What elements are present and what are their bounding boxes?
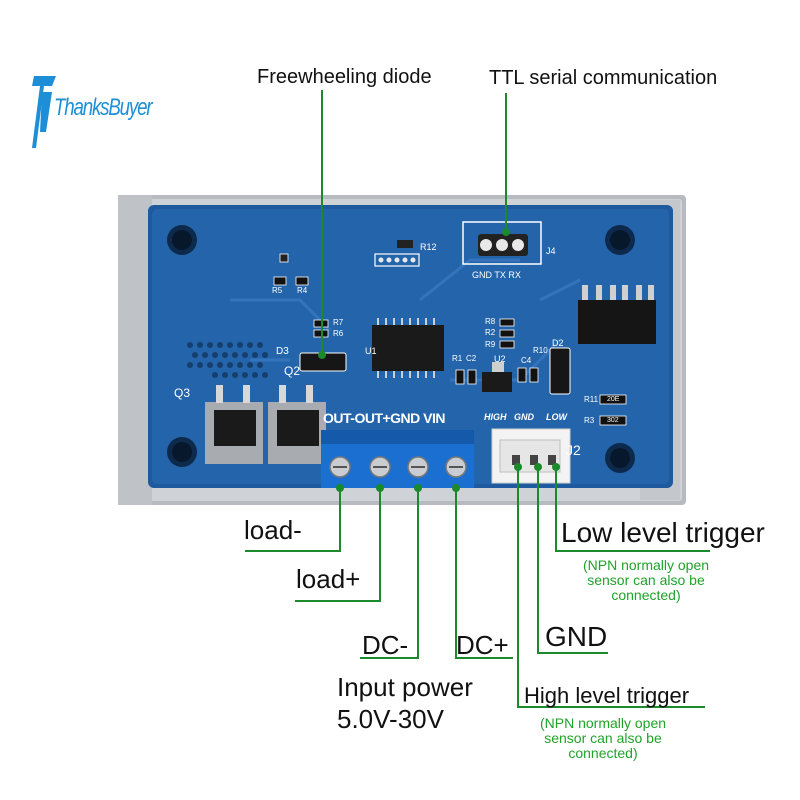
trigger-silk-low: LOW: [546, 412, 567, 422]
j4-pin-labels: GND TX RX: [472, 270, 521, 280]
r12-label: R12: [420, 242, 437, 252]
brand-logo: ThanksBuyer: [30, 72, 160, 152]
terminal-silkscreen: OUT-OUT+GND VIN: [323, 410, 446, 426]
r5-label: R5: [272, 286, 283, 295]
trigger-silk-gnd: GND: [514, 412, 534, 422]
high-note-line-3: connected): [568, 745, 638, 761]
j4-label: J4: [546, 246, 556, 256]
mounting-holes: [167, 225, 635, 473]
callout-dc-minus: DC-: [362, 630, 409, 660]
r8-label: R8: [485, 317, 496, 326]
high-note-line-1: (NPN normally open: [539, 715, 667, 731]
ic-u1: [372, 318, 444, 378]
c4-label: C4: [521, 356, 532, 365]
logo-mark-icon: [32, 76, 56, 148]
connector-j2: [491, 428, 571, 484]
leader-dots: [318, 228, 560, 492]
diode-d2: [549, 347, 571, 395]
r2-label: R2: [485, 328, 496, 337]
leader-lines: [245, 90, 710, 708]
low-note-line-3: connected): [611, 587, 681, 603]
r11-label: R11: [584, 395, 599, 404]
d2-label: D2: [552, 338, 564, 348]
header-pads: [374, 240, 420, 267]
r6-label: R6: [333, 329, 344, 338]
low-note-line-2: sensor can also be: [587, 572, 705, 588]
r3-label: R3: [584, 416, 595, 425]
r3-value: 302: [607, 417, 619, 424]
c2-label: C2: [466, 354, 477, 363]
low-trigger-note: (NPN normally open sensor can also be co…: [562, 558, 730, 603]
callout-freewheeling-diode: Freewheeling diode: [257, 66, 432, 88]
right-mosfets: [578, 285, 656, 344]
r10-label: R10: [533, 346, 548, 355]
connector-j4: [462, 221, 542, 265]
callout-low-trigger: Low level trigger: [561, 517, 765, 548]
q2-label: Q2: [284, 364, 301, 378]
left-mosfets: [205, 385, 326, 464]
r1-label: R1: [452, 354, 463, 363]
callout-input-voltage: 5.0V-30V: [337, 704, 444, 734]
callout-ttl-serial: TTL serial communication: [489, 67, 718, 89]
high-trigger-note: (NPN normally open sensor can also be co…: [518, 716, 688, 761]
q3-label: Q3: [174, 386, 191, 400]
regulator-u2: [482, 362, 512, 392]
callout-input-power: Input power: [337, 672, 473, 702]
callout-load-plus: load+: [296, 564, 361, 594]
r11-value: 20E: [607, 396, 620, 403]
callout-load-minus: load-: [244, 515, 302, 545]
logo-text: ThanksBuyer: [54, 94, 153, 121]
callout-gnd: GND: [545, 621, 608, 652]
r9-label: R9: [485, 340, 496, 349]
low-note-line-1: (NPN normally open: [582, 557, 710, 573]
callout-dc-plus: DC+: [456, 630, 509, 660]
u2-label: U2: [494, 354, 506, 364]
trigger-silk-high: HIGH: [484, 412, 507, 422]
d3-label: D3: [276, 346, 289, 357]
j2-label: J2: [566, 442, 581, 458]
callout-high-trigger: High level trigger: [524, 683, 690, 708]
u1-label: U1: [365, 346, 377, 356]
via-grid: [187, 342, 268, 378]
terminal-block: [321, 430, 474, 488]
r7-label: R7: [333, 318, 344, 327]
r4-label: R4: [297, 286, 308, 295]
high-note-line-2: sensor can also be: [544, 730, 662, 746]
